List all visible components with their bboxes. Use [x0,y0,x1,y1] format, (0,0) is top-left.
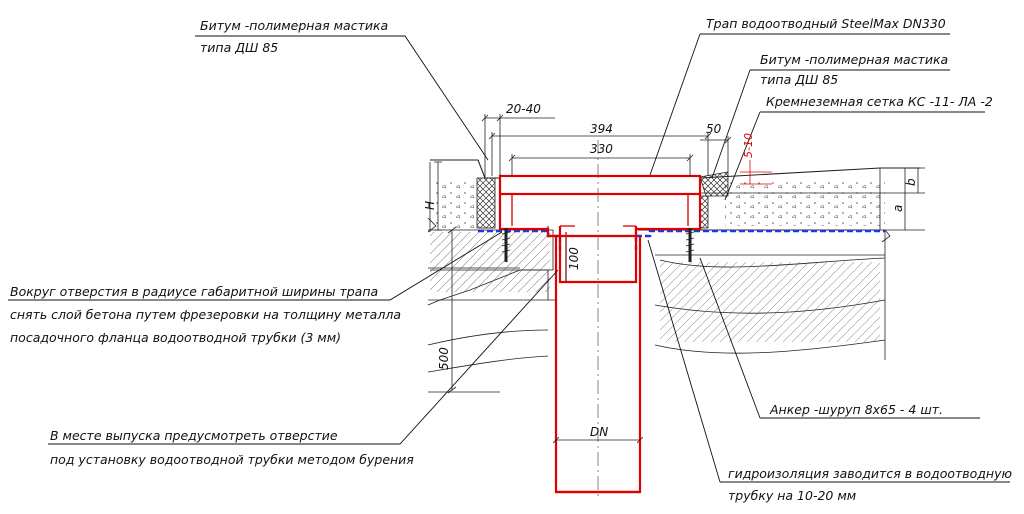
dim-20-40: 20-40 [506,102,541,116]
label-drilling-1: В месте выпуска предусмотреть отверстие [50,428,338,443]
anchor-screw-right [685,228,695,262]
dim-b: b [904,178,918,186]
label-milling-3: посадочного фланца водоотводной трубки (… [10,330,341,345]
label-mastic-left-2: типа ДШ 85 [200,40,278,55]
label-mastic-left-1: Битум -полимерная мастика [200,18,388,33]
label-mastic-right-2: типа ДШ 85 [760,72,838,87]
screed-layer [429,159,920,232]
concrete-slab [427,217,891,393]
dim-h: H [423,201,437,210]
label-milling-2: снять слой бетона путем фрезеровки на то… [10,307,401,322]
label-waterproofing-1: гидроизоляция заводится в водоотводную [728,466,1012,481]
label-anchor: Анкер -шуруп 8х65 - 4 шт. [769,402,943,417]
dim-394: 394 [590,122,613,136]
dim-50: 50 [706,122,722,136]
label-drilling-2: под установку водоотводной трубки методо… [50,452,414,467]
dim-330: 330 [590,142,613,156]
label-mesh: Кремнеземная сетка КС -11- ЛА -2 [766,94,993,109]
dim-dn: DN [590,425,608,439]
dimension-lines [434,114,925,444]
label-mastic-right-1: Битум -полимерная мастика [760,52,948,67]
mastic-fill-left [476,177,496,229]
dim-a: a [891,205,905,212]
dim-5-10: 5-10 [742,133,755,158]
leader-lines [8,33,1010,483]
dim-100: 100 [567,247,581,270]
dim-500: 500 [437,347,451,370]
label-waterproofing-2: трубку на 10-20 мм [728,488,856,503]
anchor-screw-left [501,228,511,262]
label-milling-1: Вокруг отверстия в радиусе габаритной ши… [10,284,378,299]
label-drain-title: Трап водоотводный SteelMax DN330 [706,16,946,31]
mastic-fill-right [699,171,729,229]
